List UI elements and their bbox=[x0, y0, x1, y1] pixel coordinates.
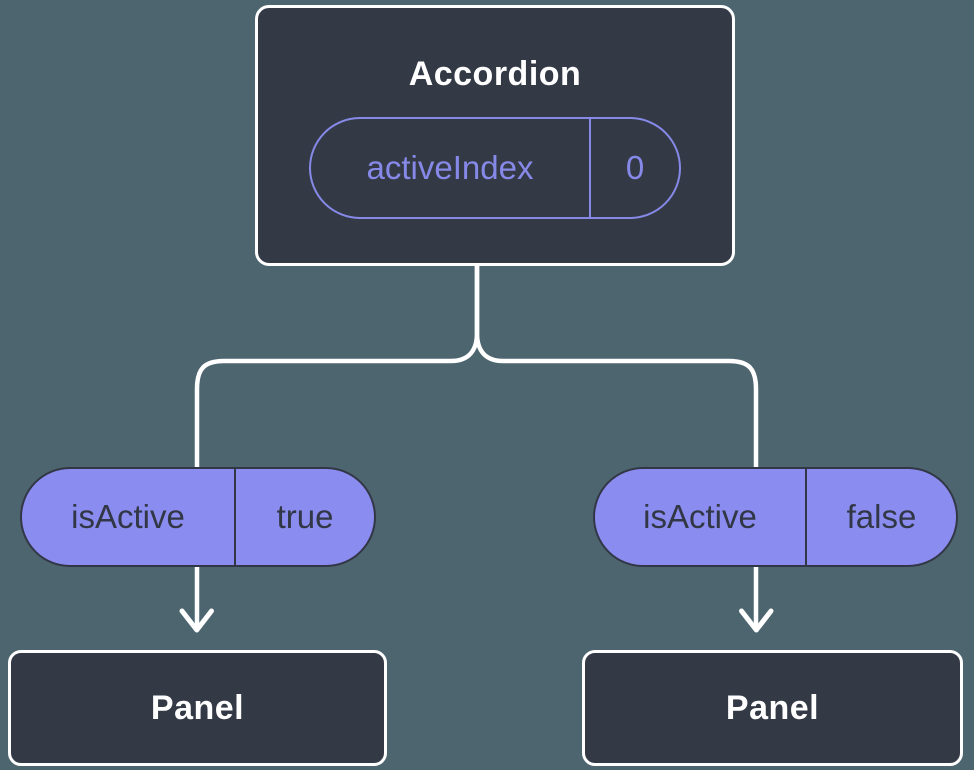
accordion-node: Accordion activeIndex 0 bbox=[255, 5, 735, 266]
state-pill: activeIndex 0 bbox=[309, 117, 681, 219]
accordion-node-title: Accordion bbox=[408, 55, 582, 93]
state-name: activeIndex bbox=[311, 119, 591, 217]
arrowhead-down-right-icon bbox=[739, 608, 774, 633]
arrowhead-down-left-icon bbox=[179, 608, 214, 633]
prop-name-left: isActive bbox=[22, 469, 236, 565]
panel-node-left: Panel bbox=[8, 650, 387, 766]
state-value: 0 bbox=[625, 149, 645, 186]
connector-branch-right bbox=[474, 261, 759, 630]
prop-value-left: true bbox=[276, 498, 334, 535]
prop-value-right: false bbox=[846, 498, 917, 535]
prop-name-right: isActive bbox=[595, 469, 807, 565]
prop-pill-right: isActive false bbox=[593, 467, 958, 567]
connector-branch-left bbox=[194, 261, 480, 630]
panel-node-right: Panel bbox=[582, 650, 963, 766]
prop-pill-left: isActive true bbox=[20, 467, 376, 567]
